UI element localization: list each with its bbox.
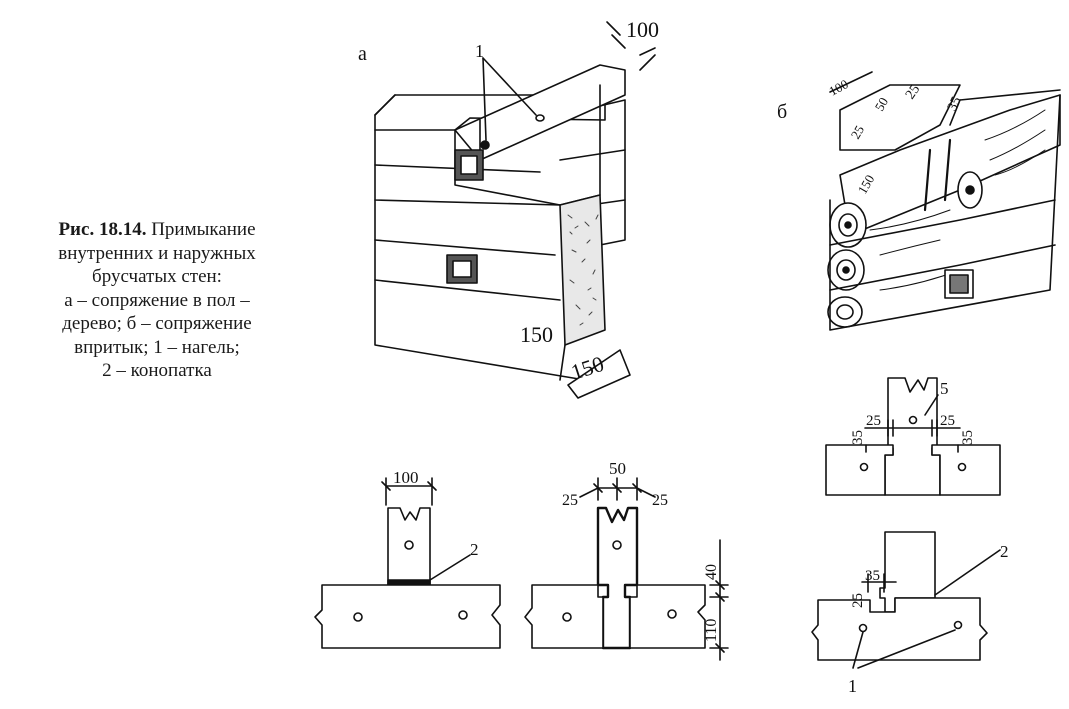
caption-line-2: внутренних и наружных <box>58 242 256 264</box>
label-dim-100-b: 100 <box>826 76 850 98</box>
label-dim-25-s2a: 25 <box>562 492 578 509</box>
label-dowel-a: 1 <box>475 41 484 61</box>
section-caulk-joint <box>314 477 501 649</box>
label-dim-100-a: 100 <box>626 17 659 42</box>
label-dim-110-s2: 110 <box>703 619 720 642</box>
section-pinned-key <box>825 377 1001 496</box>
label-dim-150-a1: 150 <box>520 322 553 347</box>
label-dim-100-s1: 100 <box>393 468 419 487</box>
label-dim-25-s3b: 25 <box>940 413 955 429</box>
caption-title: Рис. 18.14. <box>58 219 147 240</box>
label-dim-40-s2: 40 <box>703 564 720 580</box>
caption-line-4: а – сопряжение в пол – <box>64 289 250 311</box>
figure-b-isometric <box>827 71 1061 331</box>
end-grain-texture <box>567 214 599 326</box>
caption-line-1: Рис. 18.14. Примыкание <box>14 218 300 242</box>
label-dim-25-b2: 25 <box>848 123 867 142</box>
label-dim-35-s3b: 35 <box>960 430 976 445</box>
label-dim-50-s2: 50 <box>609 459 626 478</box>
section-tongue-groove <box>524 477 729 661</box>
label-dowel-s4: 1 <box>848 676 857 696</box>
label-dim-25-s4: 25 <box>850 593 866 608</box>
label-dim-35-s3a: 35 <box>850 430 866 445</box>
caption-line-7: 2 – конопатка <box>102 360 212 381</box>
label-fig-a: а <box>358 43 367 65</box>
label-pin-5: 5 <box>940 379 949 398</box>
label-dim-25-s2b: 25 <box>652 492 668 509</box>
caption-line-3: брусчатых стен: <box>92 266 222 287</box>
caption-line-5: дерево; б – сопряжение <box>62 313 252 334</box>
label-dim-35-b: 35 <box>945 95 965 114</box>
label-dim-50-b: 50 <box>872 95 891 114</box>
label-dim-25-s3a: 25 <box>866 413 881 429</box>
label-fig-b: б <box>777 101 787 123</box>
figure-a-isometric <box>374 21 656 399</box>
caption-text-1: Примыкание <box>151 219 256 240</box>
section-dowel-joint <box>811 531 1001 669</box>
figure-caption: Рис. 18.14. Примыкание внутренних и нару… <box>14 218 300 383</box>
label-caulk-s1: 2 <box>470 540 479 559</box>
label-caulk-s4: 2 <box>1000 542 1009 561</box>
label-dim-35-s4: 35 <box>865 568 880 584</box>
caption-line-6: впритык; 1 – нагель; <box>74 336 240 358</box>
